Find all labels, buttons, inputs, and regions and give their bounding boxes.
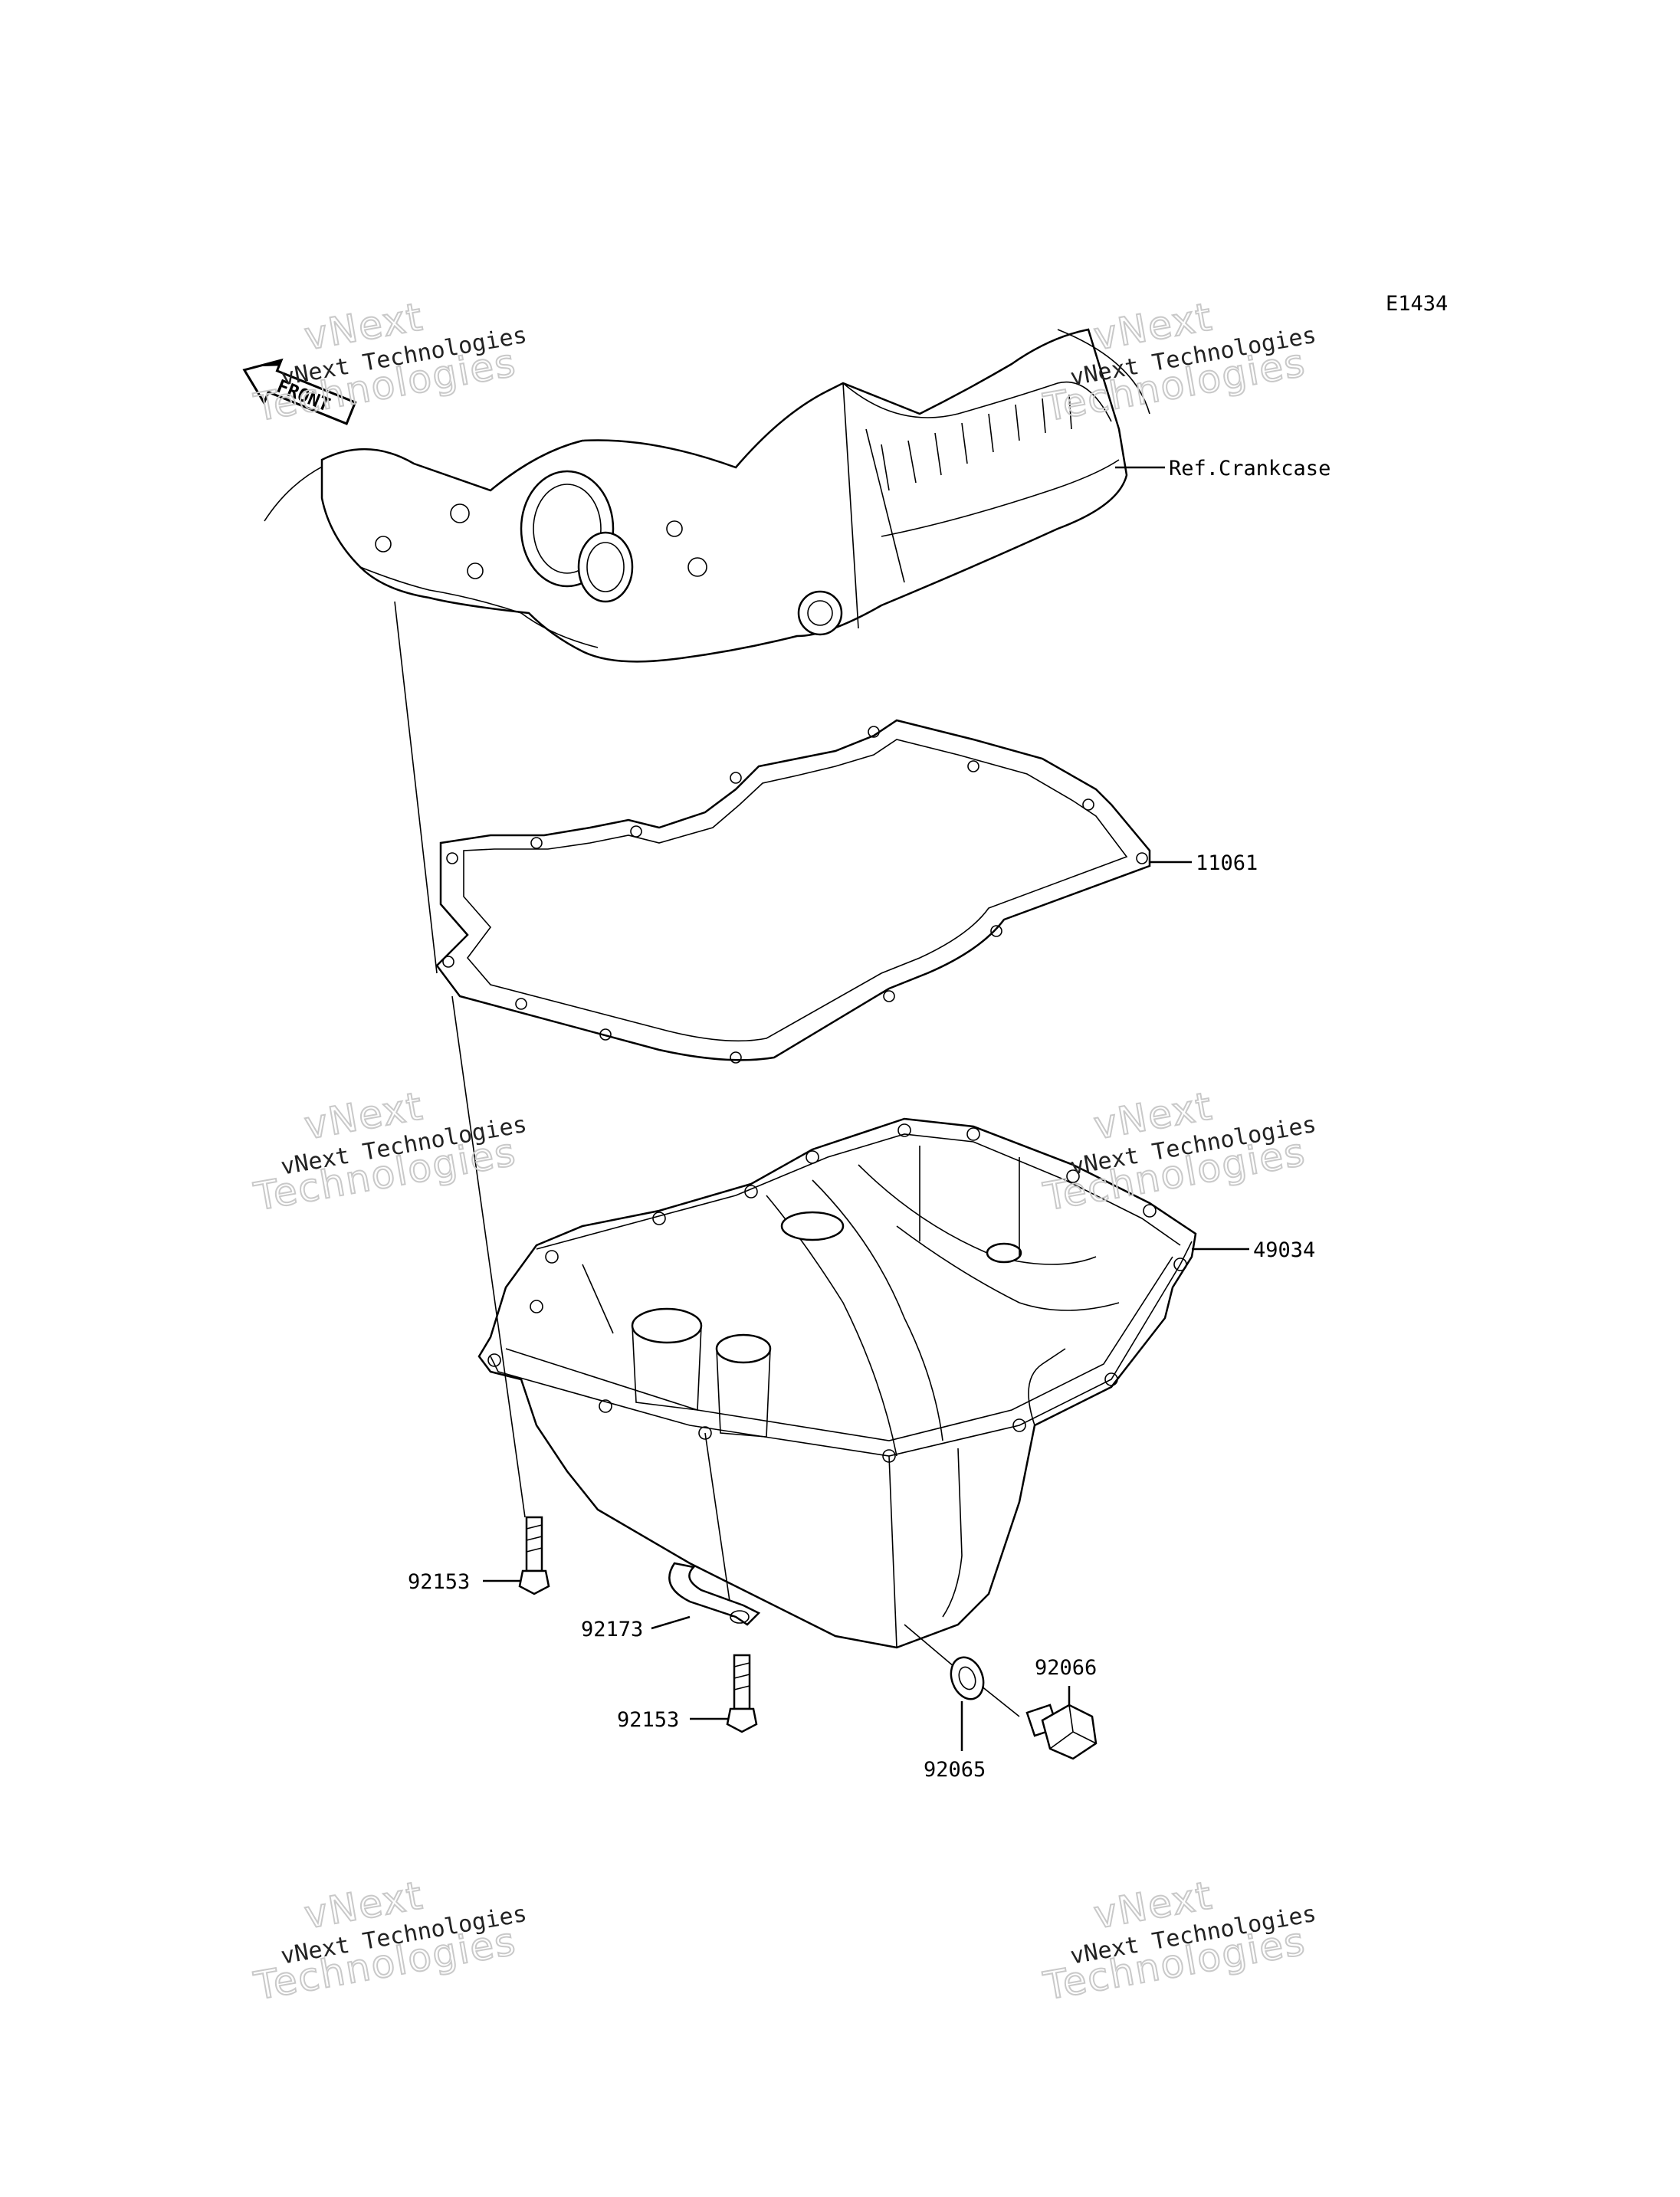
oil-pan-label: 49034 <box>1253 1238 1315 1262</box>
drain-plug-drawing: 92066 <box>1025 1656 1098 1760</box>
drain-plug-label: 92066 <box>1035 1656 1097 1680</box>
crankcase-label: Ref.Crankcase <box>1169 457 1331 480</box>
crankcase-drawing: Ref.Crankcase <box>264 328 1331 663</box>
bolt-lower-drawing: 92153 <box>617 1654 758 1733</box>
clamp-label: 92173 <box>581 1618 643 1641</box>
watermark-middle-right: vNext Technologies vNext Technologies <box>1039 1083 1318 1220</box>
washer-drawing: 92065 <box>924 1656 986 1782</box>
bolt-lower-label: 92153 <box>617 1708 679 1732</box>
bolt-left-label: 92153 <box>408 1570 470 1594</box>
crankcase-ribs <box>881 394 1072 491</box>
assembly-lines <box>394 601 1020 1717</box>
watermark-bottom-left: vNext Technologies vNext Technologies <box>250 1872 529 2009</box>
clamp-drawing: 92173 <box>581 1562 761 1641</box>
watermark-top-left: vNext Technologies vNext Technologies <box>250 293 529 431</box>
washer-label: 92065 <box>924 1758 986 1782</box>
diagram-code: E1434 <box>1386 292 1448 316</box>
gasket-label: 11061 <box>1196 851 1258 875</box>
oil-pan-gasket-drawing: 11061 <box>435 719 1258 1064</box>
oil-pan-drawing: 49034 <box>477 1117 1315 1649</box>
bolt-left-drawing: 92153 <box>408 1516 550 1595</box>
watermark-bottom-right: vNext Technologies vNext Technologies <box>1039 1872 1318 2009</box>
watermark-middle-left: vNext Technologies vNext Technologies <box>250 1083 529 1220</box>
